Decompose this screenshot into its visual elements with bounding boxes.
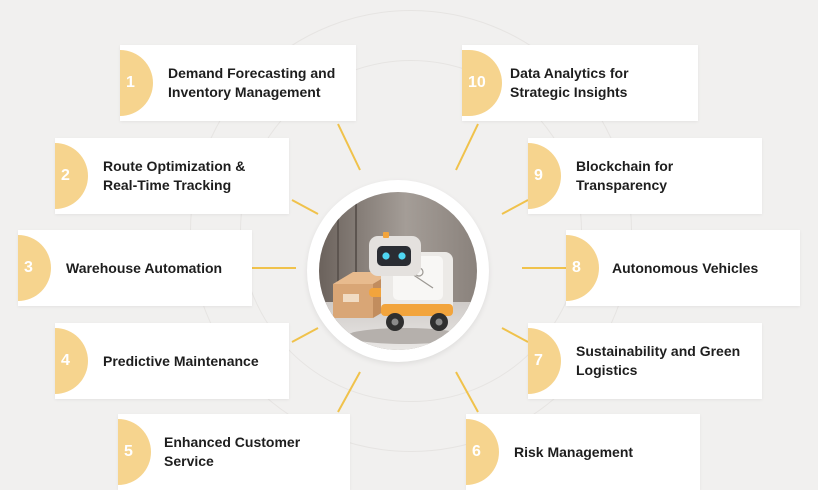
number-badge: 4 <box>55 328 88 394</box>
item-label: Risk Management <box>514 443 634 460</box>
number-badge: 2 <box>55 143 88 209</box>
connector-line-10 <box>455 123 479 171</box>
number-badge: 9 <box>528 143 561 209</box>
item-card-6: 6 Risk Management <box>466 414 700 490</box>
number-badge: 6 <box>466 419 499 485</box>
number-badge: 10 <box>462 50 502 116</box>
robot-illustration <box>319 192 477 350</box>
item-card-1: 1 Demand Forecasting and Inventory Manag… <box>120 45 356 121</box>
item-label: Predictive Maintenance <box>103 352 259 369</box>
item-label: Blockchain for Transparency <box>576 158 674 193</box>
item-label: Sustainability and Green Logistics <box>576 343 741 378</box>
item-label: Route Optimization & Real-Time Tracking <box>103 158 246 193</box>
connector-line-7 <box>501 327 529 343</box>
connector-line-5 <box>337 371 361 413</box>
item-card-8: 8 Autonomous Vehicles <box>566 230 800 306</box>
number-badge: 3 <box>18 235 51 301</box>
hub-circle <box>307 180 489 362</box>
item-card-4: 4 Predictive Maintenance <box>55 323 289 399</box>
item-card-2: 2 Route Optimization & Real-Time Trackin… <box>55 138 289 214</box>
item-card-5: 5 Enhanced Customer Service <box>118 414 350 490</box>
item-label: Warehouse Automation <box>66 259 223 276</box>
item-card-9: 9 Blockchain for Transparency <box>528 138 762 214</box>
number-badge: 5 <box>118 419 151 485</box>
item-label: Data Analytics for Strategic Insights <box>510 65 629 100</box>
connector-line-2 <box>291 199 319 215</box>
connector-line-9 <box>501 199 529 215</box>
number-badge: 8 <box>566 235 599 301</box>
number-badge: 7 <box>528 328 561 394</box>
item-card-3: 3 Warehouse Automation <box>18 230 252 306</box>
robot-icon <box>319 192 477 350</box>
connector-line-6 <box>455 371 479 413</box>
item-label: Autonomous Vehicles <box>612 259 759 276</box>
item-card-10: 10 Data Analytics for Strategic Insights <box>462 45 698 121</box>
item-card-7: 7 Sustainability and Green Logistics <box>528 323 762 399</box>
connector-line-1 <box>337 123 361 171</box>
number-badge: 1 <box>120 50 153 116</box>
connector-line-4 <box>291 327 319 343</box>
item-label: Demand Forecasting and Inventory Managem… <box>168 65 336 100</box>
item-label: Enhanced Customer Service <box>164 434 301 469</box>
